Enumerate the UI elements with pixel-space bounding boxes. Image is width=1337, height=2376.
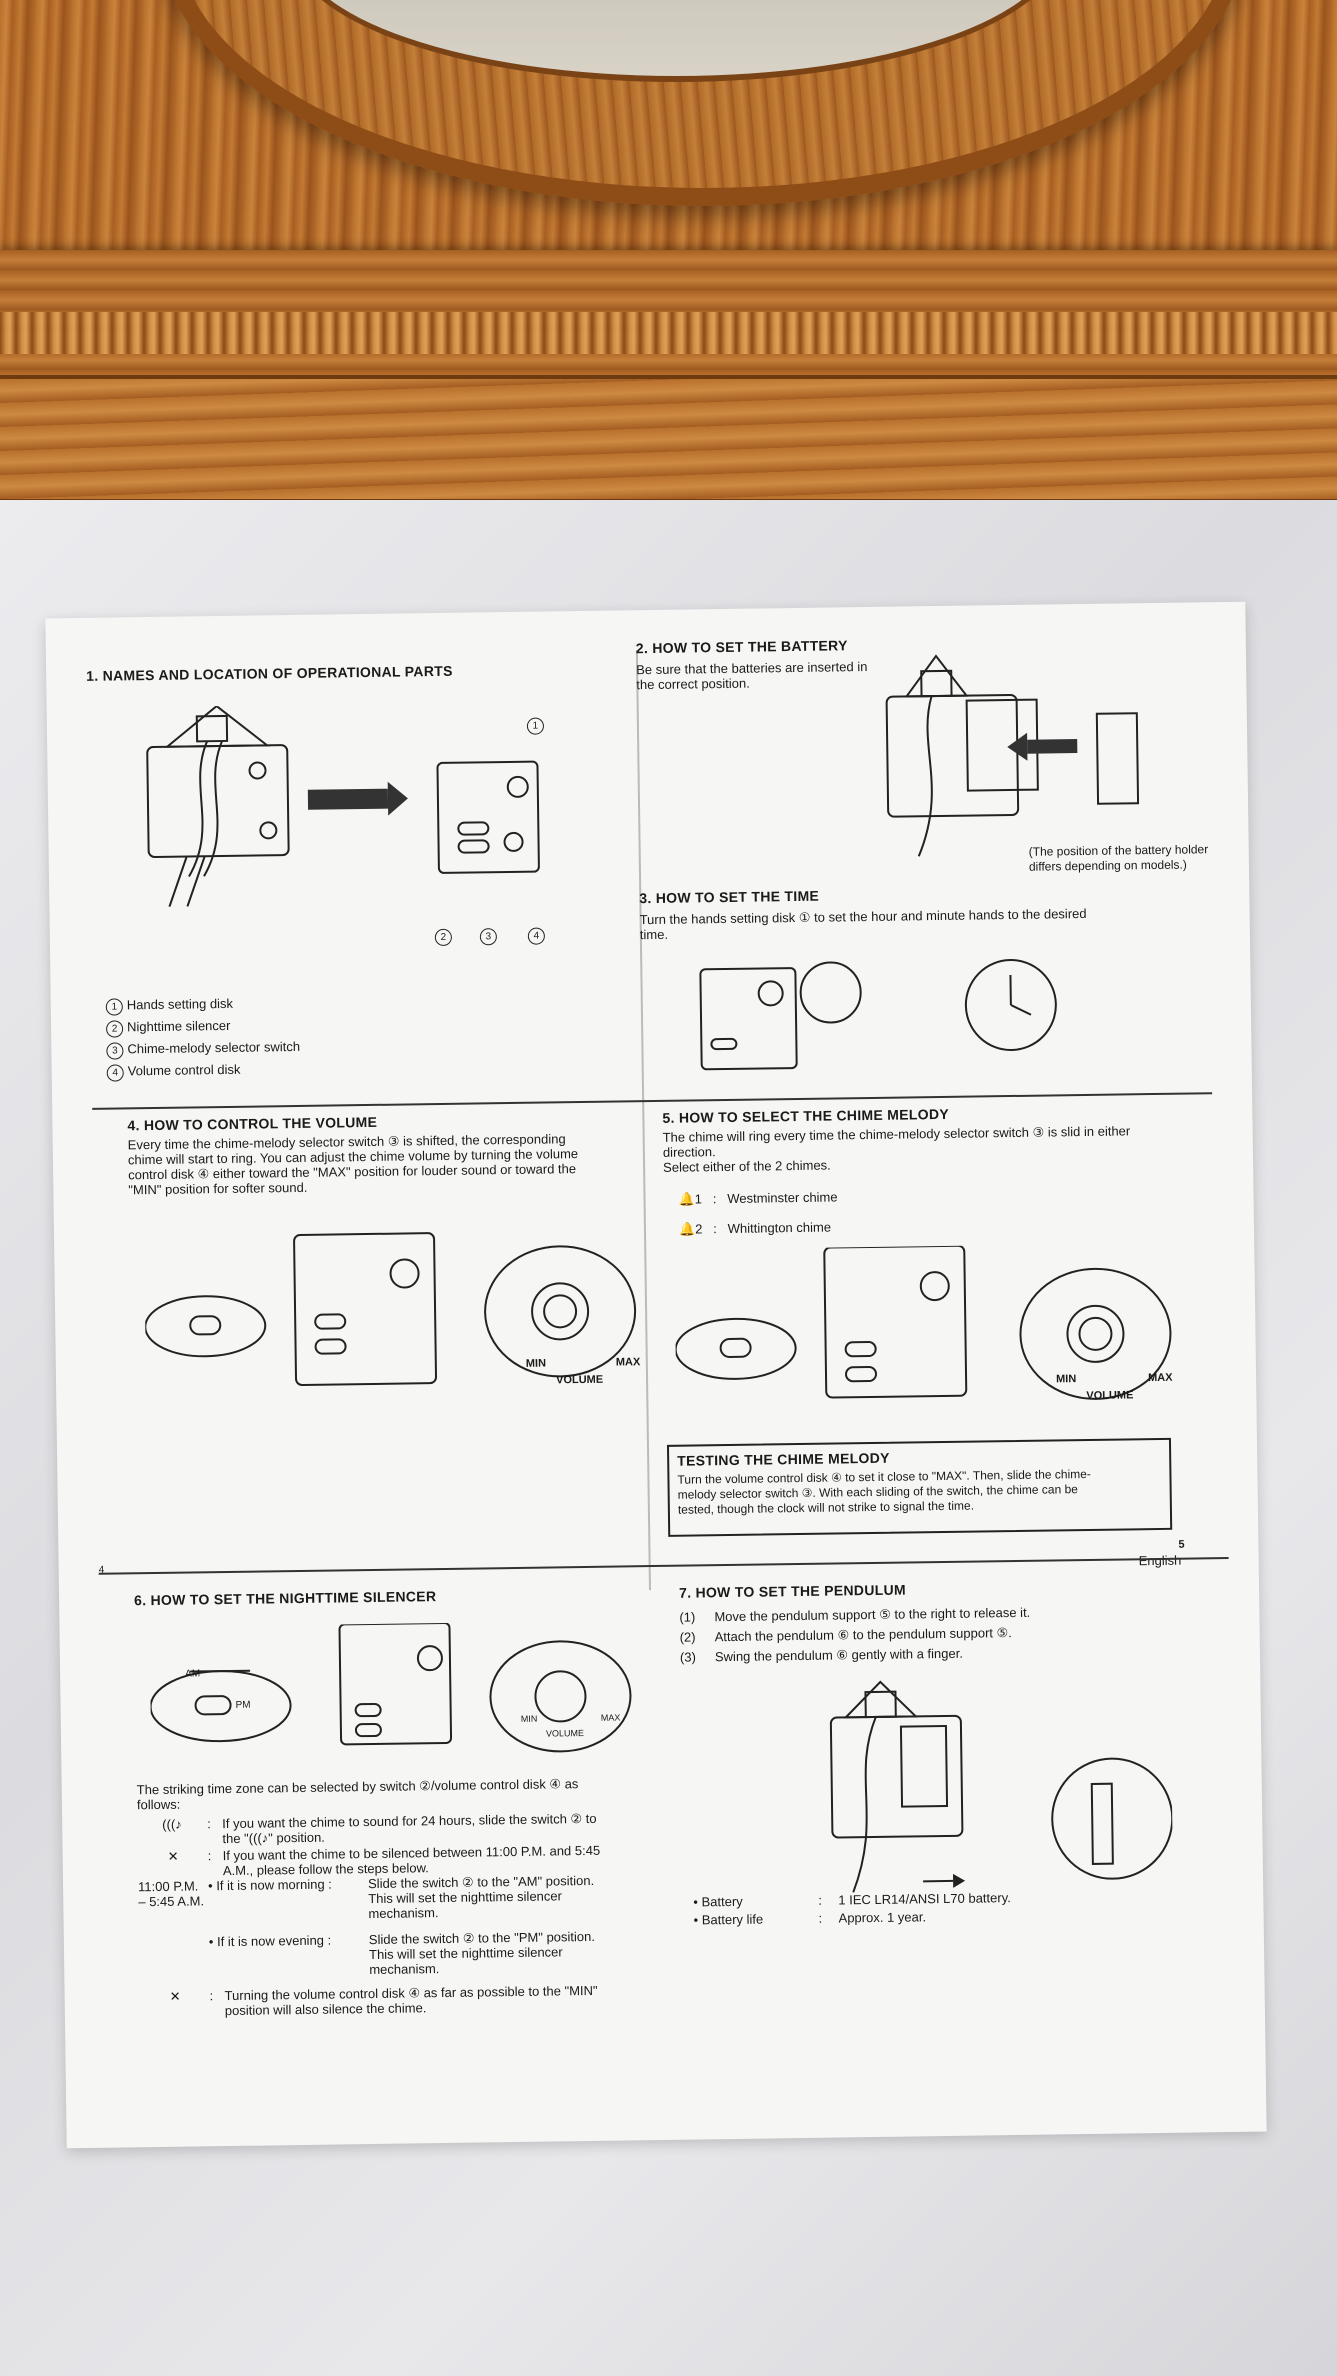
volume-note-text: Turning the volume control disk ④ as far… [224,1982,598,2019]
dial-min: MIN [520,1713,538,1724]
testing-heading: TESTING THE CHIME MELODY [677,1449,890,1469]
sec6-intro: The striking time zone can be selected b… [136,1776,579,1813]
bell-icon: 🔔 [678,1221,696,1237]
testing-body: Turn the volume control disk ④ to set it… [677,1466,1091,1517]
spec-label: • Battery [693,1893,743,1910]
page-number-right: 5 [1178,1538,1185,1551]
callout-4: 4 [527,926,549,945]
wood-base [0,375,1337,500]
dial-min: MIN [1056,1373,1077,1386]
language-label: English [1138,1552,1182,1569]
sec3-body: Turn the hands setting disk ① to set the… [639,905,1087,943]
sec5-body: The chime will ring every time the chime… [662,1123,1131,1175]
sec7-heading: 7. HOW TO SET THE PENDULUM [678,1581,907,1601]
parts-diagram [146,704,540,908]
dial-volume-label: VOLUME [555,1373,604,1387]
row-sym: (((♪ [162,1816,182,1832]
bell-icon: 🔔 [678,1191,695,1207]
silence-icon: ✕ [169,1988,181,2004]
dial-min: MIN [525,1357,547,1370]
sec4-heading: 4. HOW TO CONTROL THE VOLUME [127,1113,378,1134]
dial-volume-label: VOLUME [545,1728,585,1739]
row-text: If you want the chime to sound for 24 ho… [222,1810,597,1847]
battery-diagram [885,654,1140,857]
callout-2: 2 [434,928,456,947]
bead-molding [0,312,1337,354]
am-label: AM [185,1668,201,1680]
dial-max: MAX [615,1356,641,1369]
instruction-sheet: 1. NAMES AND LOCATION OF OPERATIONAL PAR… [45,601,1267,2149]
step-text: Attach the pendulum ⑥ to the pendulum su… [714,1625,1012,1645]
morning-label: • If it is now morning : [207,1876,332,1894]
sec3-heading: 3. HOW TO SET THE TIME [639,887,820,907]
step-num: (1) [679,1609,696,1625]
row-sep: : [209,1988,214,2004]
dial-volume-label: VOLUME [1086,1389,1134,1402]
wooden-clock-case [0,0,1337,500]
spec-sep: : [818,1892,823,1908]
step-num: (2) [679,1629,696,1645]
set-time-diagram [699,959,1057,1071]
spec-sep: : [818,1910,823,1926]
chime-row: 🔔2 : Whittington chime [678,1219,832,1237]
step-text: Swing the pendulum ⑥ gently with a finge… [714,1645,963,1665]
spec-label: • Battery life [693,1911,764,1928]
sec4-body: Every time the chime-melody selector swi… [127,1131,579,1198]
chime-diagram [674,1244,1172,1400]
row-sep: : [207,1816,211,1832]
divider [92,1092,1213,1110]
sec6-heading: 6. HOW TO SET THE NIGHTTIME SILENCER [133,1588,437,1609]
chime-row: 🔔1 : Westminster chime [678,1189,838,1207]
time-range: 11:00 P.M. – 5:45 A.M. [137,1878,205,1910]
sec5-heading: 5. HOW TO SELECT THE CHIME MELODY [662,1105,950,1126]
pm-label: PM [235,1699,251,1711]
battery-note: (The position of the battery holder diff… [1028,842,1209,874]
evening-label: • If it is now evening : [208,1932,332,1950]
dial-max: MAX [1148,1371,1173,1385]
silence-icon: ✕ [167,1848,179,1864]
sec2-heading: 2. HOW TO SET THE BATTERY [635,637,848,657]
step-text: Move the pendulum support ⑤ to the right… [714,1604,1031,1625]
dial-max: MAX [600,1712,621,1723]
sec1-heading: 1. NAMES AND LOCATION OF OPERATIONAL PAR… [86,662,453,684]
spec-value: 1 IEC LR14/ANSI L70 battery. [838,1890,1011,1908]
step-num: (3) [679,1649,696,1665]
center-divider [635,650,651,1591]
morning-text: Slide the switch ② to the "AM" position.… [367,1872,595,1922]
evening-text: Slide the switch ② to the "PM" position.… [368,1928,596,1978]
sec2-body: Be sure that the batteries are inserted … [636,658,868,693]
divider [98,1557,1229,1575]
page-number-left: 4 [98,1564,105,1576]
callout-1: 1 [526,716,548,735]
silencer-diagram [149,1621,632,1753]
pendulum-diagram [829,1680,1174,1893]
callout-3: 3 [479,927,501,946]
row-sep: : [207,1848,212,1864]
volume-diagram [144,1232,637,1386]
spec-value: Approx. 1 year. [838,1909,927,1926]
testing-box: TESTING THE CHIME MELODY Turn the volume… [666,1437,1173,1537]
